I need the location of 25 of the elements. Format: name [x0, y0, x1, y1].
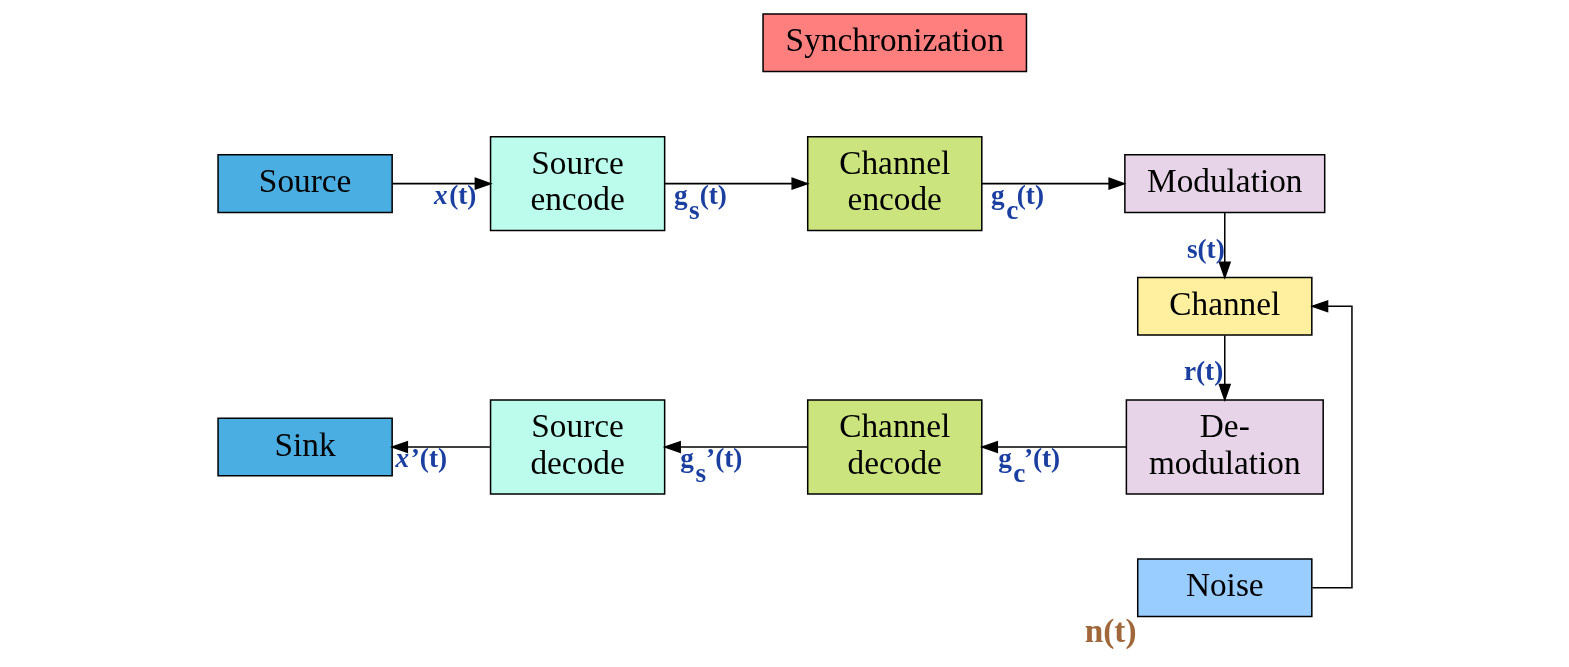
arrow — [979, 440, 1127, 454]
node-box: De- modulation — [1125, 399, 1324, 495]
node-box: Sink — [216, 417, 393, 477]
arrow — [662, 440, 808, 454]
arrow — [663, 177, 810, 190]
node-box: Channel — [1136, 276, 1313, 336]
node-box: Synchronization — [761, 13, 1027, 73]
arrow — [389, 440, 491, 454]
arrow — [1217, 211, 1231, 280]
node-box: Channel decode — [806, 399, 983, 495]
arrow — [1217, 334, 1231, 402]
node-box: Source encode — [489, 135, 665, 232]
node-box: Source — [216, 154, 393, 214]
node-box: Source decode — [489, 399, 665, 495]
node-box: Noise — [1136, 558, 1313, 618]
edge-label: x’(t) — [395, 443, 447, 474]
edge-label: r(t) — [1183, 356, 1223, 387]
edge-label: x(t) — [433, 179, 476, 210]
node-box: Modulation — [1123, 154, 1325, 214]
node-box: Channel encode — [806, 135, 983, 232]
arrow — [980, 177, 1127, 190]
node-label: n(t) — [1084, 611, 1137, 649]
edge-label: s(t) — [1186, 233, 1225, 264]
arrow — [391, 177, 493, 190]
arrow — [1309, 299, 1353, 589]
